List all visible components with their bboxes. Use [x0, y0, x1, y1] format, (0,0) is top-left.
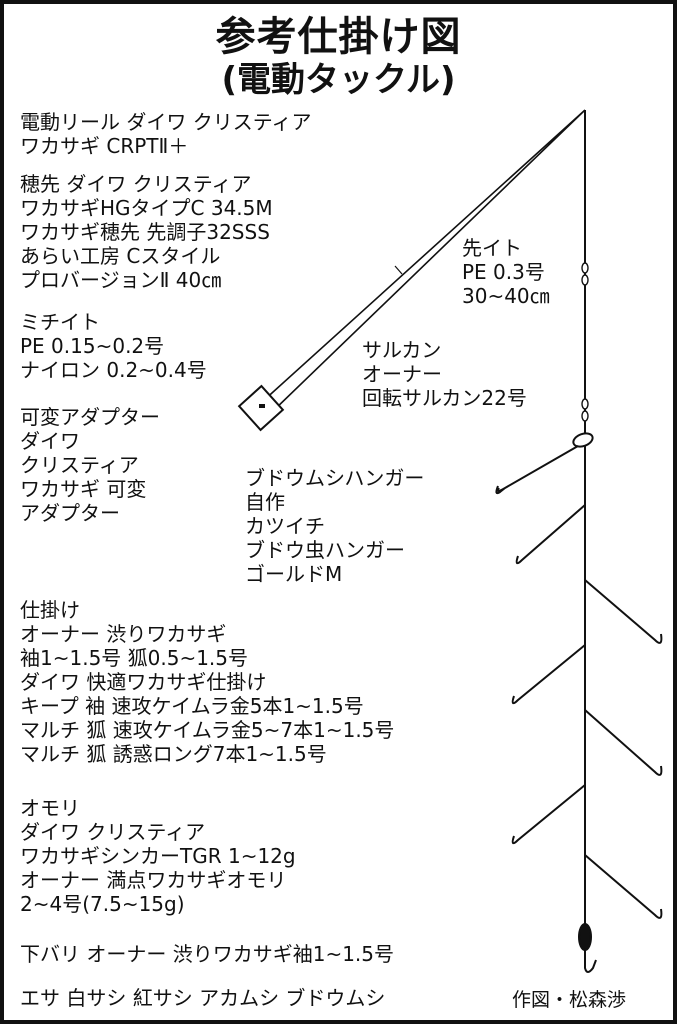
- text-line: マルチ 狐 速攻ケイムラ金5~7本1~1.5号: [20, 718, 395, 742]
- sinker-icon: [578, 923, 592, 951]
- text-line: ミチイト: [20, 310, 100, 334]
- text-line: ワカサギ 可変: [20, 477, 147, 501]
- text-line: ワカサギ CRPTⅡ＋: [20, 134, 189, 158]
- text-line: ダイワ クリスティア: [20, 820, 206, 844]
- text-line: プロバージョンⅡ 40㎝: [20, 268, 222, 292]
- shitabari-label: 下バリ オーナー 渋りワカサギ袖1~1.5号: [20, 942, 395, 966]
- text-line: 袖1~1.5号 狐0.5~1.5号: [20, 646, 249, 670]
- swivel-icon: [581, 262, 589, 422]
- text-line: ワカサギHGタイプC 34.5M: [20, 196, 273, 220]
- branch-hooks: [495, 445, 663, 919]
- text-line: あらい工房 Cスタイル: [20, 244, 221, 268]
- text-line: オーナー 満点ワカサギオモリ: [20, 868, 287, 892]
- text-line: カツイチ: [245, 514, 325, 538]
- text-line: 自作: [245, 490, 285, 514]
- text-line: サルカン: [362, 338, 442, 362]
- text-line: ダイワ: [20, 429, 80, 453]
- bait-label: エサ 白サシ 紅サシ アカムシ ブドウムシ: [20, 986, 386, 1010]
- text-line: ナイロン 0.2~0.4号: [20, 358, 207, 382]
- text-line: オーナー 渋りワカサギ: [20, 622, 227, 646]
- text-line: 仕掛け: [20, 598, 80, 622]
- snap-ring-icon: [572, 432, 594, 448]
- text-line: マルチ 狐 誘惑ロング7本1~1.5号: [20, 742, 327, 766]
- text-line: アダプター: [20, 501, 120, 525]
- text-line: ブドウ虫ハンガー: [245, 538, 405, 562]
- rod: [237, 109, 586, 432]
- diagram-subtitle: (電動タックル): [221, 60, 456, 100]
- text-line: クリスティア: [20, 453, 139, 477]
- swivel-label: サルカン オーナー 回転サルカン22号: [362, 338, 527, 410]
- shikake-label: 仕掛け オーナー 渋りワカサギ 袖1~1.5号 狐0.5~1.5号 ダイワ 快適…: [20, 598, 394, 766]
- credit-label: 作図・松森渉: [512, 989, 627, 1011]
- text-line: PE 0.3号: [462, 260, 545, 284]
- text-line: ブドウムシハンガー: [245, 466, 425, 490]
- rod-tip-label: 穂先 ダイワ クリスティア ワカサギHGタイプC 34.5M ワカサギ穂先 先調…: [20, 172, 273, 292]
- text-line: キープ 袖 速攻ケイムラ金5本1~1.5号: [20, 694, 364, 718]
- reel-label: 電動リール ダイワ クリスティア ワカサギ CRPTⅡ＋: [20, 110, 312, 158]
- adapter-label: 可変アダプター ダイワ クリスティア ワカサギ 可変 アダプター: [20, 405, 160, 525]
- text-line: 穂先 ダイワ クリスティア: [20, 172, 252, 196]
- sakiito-label: 先イト PE 0.3号 30~40㎝: [462, 236, 550, 308]
- text-line: オーナー: [362, 362, 442, 386]
- omori-label: オモリ ダイワ クリスティア ワカサギシンカーTGR 1~12g オーナー 満点…: [20, 796, 296, 916]
- hanger-label: ブドウムシハンガー 自作 カツイチ ブドウ虫ハンガー ゴールドM: [245, 466, 424, 586]
- text-line: 2~4号(7.5~15g): [20, 892, 185, 916]
- michiito-label: ミチイト PE 0.15~0.2号 ナイロン 0.2~0.4号: [20, 310, 207, 382]
- text-line: 可変アダプター: [20, 405, 160, 429]
- text-line: 電動リール ダイワ クリスティア: [20, 110, 312, 134]
- text-line: ワカサギシンカーTGR 1~12g: [20, 844, 296, 868]
- text-line: 先イト: [462, 236, 522, 260]
- bottom-hook-icon: [584, 950, 597, 973]
- text-line: ダイワ 快適ワカサギ仕掛け: [20, 670, 267, 694]
- text-line: ワカサギ穂先 先調子32SSS: [20, 220, 270, 244]
- text-line: PE 0.15~0.2号: [20, 334, 165, 358]
- text-line: オモリ: [20, 796, 80, 820]
- text-line: ゴールドM: [245, 562, 343, 586]
- diagram-title: 参考仕掛け図: [215, 14, 462, 60]
- text-line: 回転サルカン22号: [362, 386, 527, 410]
- text-line: 30~40㎝: [462, 284, 550, 308]
